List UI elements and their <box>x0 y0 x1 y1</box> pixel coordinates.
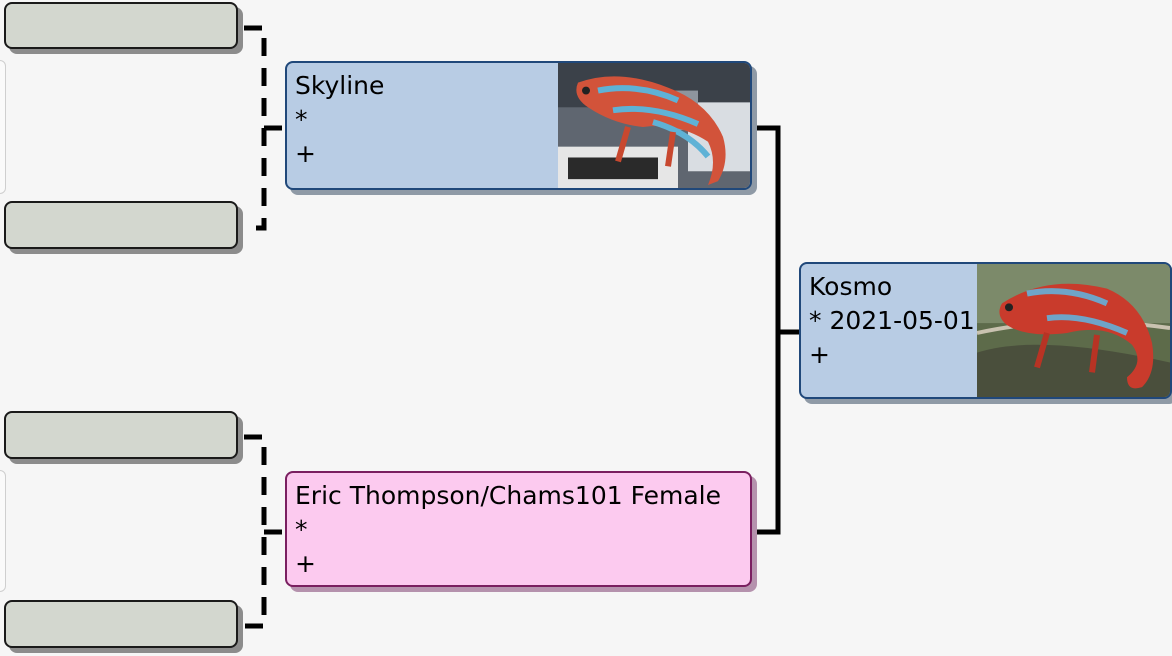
father-grandparents-connector <box>244 25 267 231</box>
empty-grandparent-box[interactable] <box>4 2 238 49</box>
red-blue-panther-chameleon-photo <box>558 63 750 188</box>
birth-date: * 2021-05-01 <box>809 306 975 335</box>
death-date: + <box>809 340 830 369</box>
child-parent-connector <box>755 125 781 535</box>
red-panther-chameleon-photo <box>977 264 1170 397</box>
father-person-box[interactable]: Skyline * + <box>285 61 752 190</box>
death-date: + <box>295 549 316 578</box>
empty-grandparent-box[interactable] <box>4 600 238 648</box>
root-person-box[interactable]: Kosmo * 2021-05-01 + <box>799 262 1172 399</box>
mother-grandparents-connector <box>244 434 267 629</box>
person-name: Eric Thompson/Chams101 Female <box>295 481 721 510</box>
person-name: Skyline <box>295 71 385 100</box>
empty-grandparent-box[interactable] <box>4 411 238 459</box>
birth-date: * <box>295 515 308 544</box>
person-name: Kosmo <box>809 272 893 301</box>
birth-date: * <box>295 105 308 134</box>
mother-person-box[interactable]: Eric Thompson/Chams101 Female * + <box>285 471 752 587</box>
death-date: + <box>295 139 316 168</box>
empty-grandparent-box[interactable] <box>4 201 238 249</box>
